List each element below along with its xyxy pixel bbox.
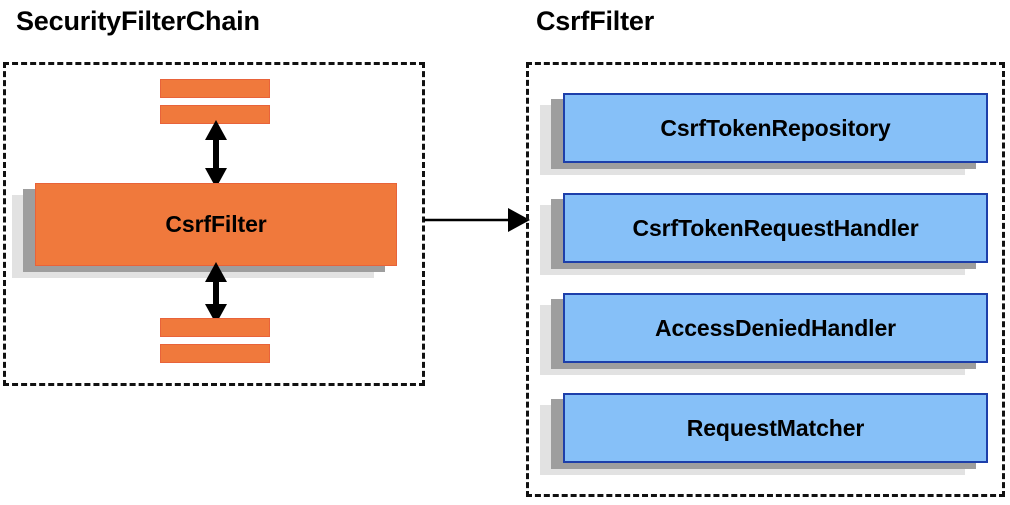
- group-box-securityfilterchain: [3, 62, 425, 386]
- node-label-csrffilter: CsrfFilter: [165, 211, 267, 237]
- panel-title-securityfilterchain: SecurityFilterChain: [16, 6, 260, 36]
- node-csrftokenrequesthandler[interactable]: CsrfTokenRequestHandler: [540, 193, 988, 275]
- node-face: CsrfFilter: [35, 183, 397, 266]
- group-box-csrffilter: [526, 62, 1005, 497]
- node-label-accessdeniedhandler: AccessDeniedHandler: [655, 314, 896, 341]
- node-face: RequestMatcher: [563, 393, 988, 463]
- filter-bar-top-1: [160, 79, 270, 98]
- filter-bar-bottom-2: [160, 344, 270, 363]
- node-face: AccessDeniedHandler: [563, 293, 988, 363]
- node-label-csrftokenrepository: CsrfTokenRepository: [660, 114, 891, 141]
- node-face: CsrfTokenRepository: [563, 93, 988, 163]
- node-accessdeniedhandler[interactable]: AccessDeniedHandler: [540, 293, 988, 375]
- panel-title-csrffilter: CsrfFilter: [536, 6, 655, 36]
- node-requestmatcher[interactable]: RequestMatcher: [540, 393, 988, 475]
- node-label-requestmatcher: RequestMatcher: [686, 414, 865, 441]
- node-csrffilter-left[interactable]: CsrfFilter: [12, 183, 397, 278]
- bidirectional-arrow-top: [205, 120, 227, 188]
- node-face: CsrfTokenRequestHandler: [563, 193, 988, 263]
- node-label-csrftokenrequesthandler: CsrfTokenRequestHandler: [632, 214, 919, 241]
- filter-bar-bottom-1: [160, 318, 270, 337]
- bidirectional-arrow-bottom: [205, 262, 227, 324]
- node-csrftokenrepository[interactable]: CsrfTokenRepository: [540, 93, 988, 175]
- csrffilter-expansion-arrow: [424, 208, 530, 232]
